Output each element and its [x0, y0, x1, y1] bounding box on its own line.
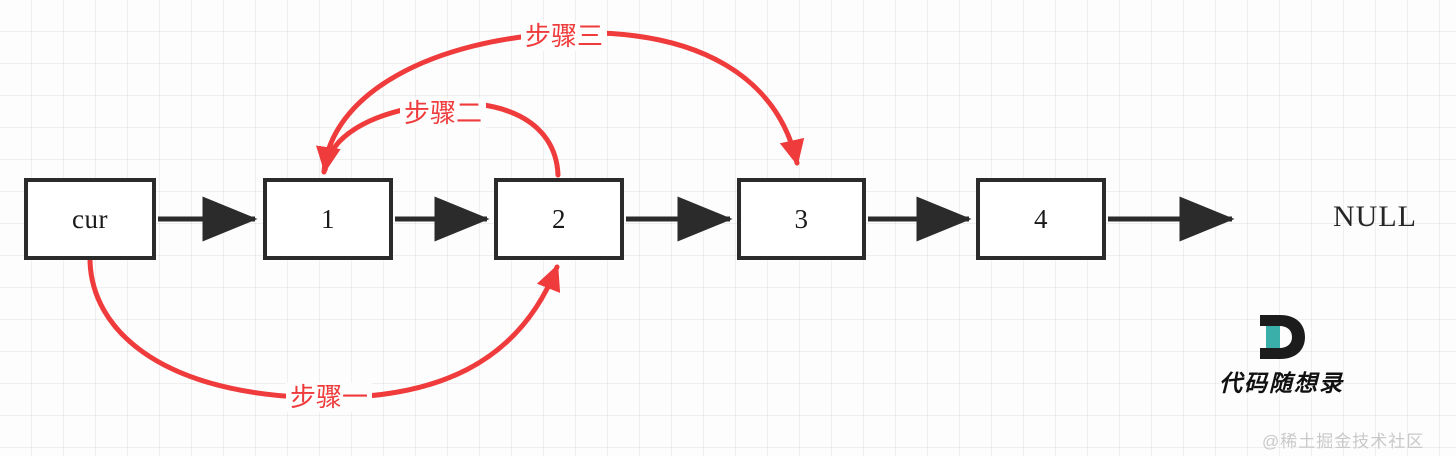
node-box-3[interactable]: 3 — [737, 178, 866, 260]
node-label: cur — [72, 203, 108, 234]
brand-logo: 代码随想录 — [1219, 312, 1344, 398]
step-three-label: 步骤三 — [521, 22, 608, 51]
node-label: 2 — [552, 203, 566, 234]
step-three-curve — [321, 30, 805, 175]
step-one-label: 步骤一 — [286, 383, 373, 412]
node-box-1[interactable]: 1 — [263, 178, 393, 260]
watermark-text: @稀土掘金技术社区 — [1262, 432, 1425, 451]
node-box-2[interactable]: 2 — [494, 178, 624, 260]
node-label: 4 — [1034, 203, 1048, 234]
node-box-cur[interactable]: cur — [24, 178, 156, 260]
null-terminal-label: NULL — [1333, 200, 1417, 233]
node-label: 1 — [321, 203, 335, 234]
node-label: 3 — [794, 203, 809, 234]
logo-d-icon — [1256, 312, 1308, 362]
step-two-label: 步骤二 — [400, 99, 487, 128]
logo-text: 代码随想录 — [1219, 370, 1344, 396]
step-one-curve — [87, 258, 561, 401]
node-box-4[interactable]: 4 — [976, 178, 1106, 260]
